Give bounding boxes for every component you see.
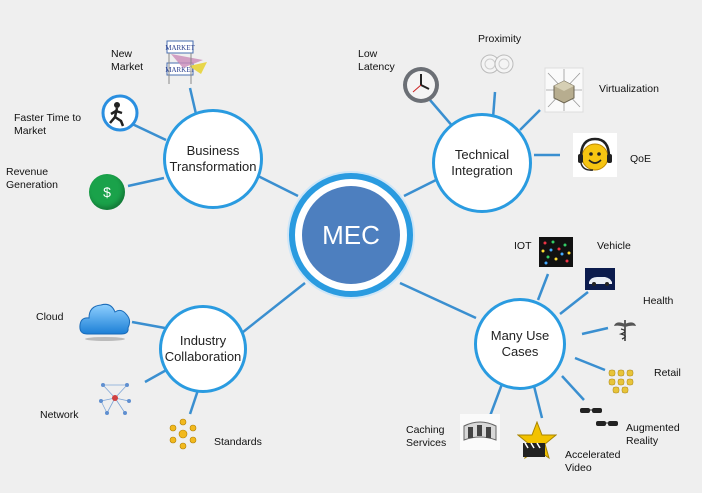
cloud-icon (79, 303, 131, 341)
label-standards: Standards (214, 436, 262, 448)
dollar-icon: $ (89, 174, 125, 210)
label-retail: Retail (654, 367, 681, 379)
caching-servers-icon (460, 414, 500, 450)
label-virtualization: Virtualization (599, 83, 659, 95)
mec-center-node: MEC (289, 173, 413, 297)
label-iot: IOT (514, 240, 532, 252)
label-proximity: Proximity (478, 33, 522, 45)
caduceus-icon (614, 320, 636, 341)
clock-icon (403, 67, 439, 103)
label-faster-time-to-market: Faster Time to Market (14, 112, 82, 137)
hub-industry-collaboration: Industry Collaboration (159, 305, 247, 393)
label-network: Network (40, 409, 79, 421)
stopwatch-runner-icon (101, 94, 139, 132)
network-graph-icon (99, 383, 131, 415)
hub-business-transformation: Business Transformation (163, 109, 263, 209)
market-sign-text-1: MARKET (165, 44, 195, 52)
market-sign-text-2: MARKET (165, 66, 195, 74)
vehicle-car-icon (585, 268, 615, 290)
proximity-rings-icon (480, 54, 514, 74)
label-caching-services: Caching Services (406, 424, 447, 449)
mec-center-fill: MEC (302, 186, 400, 284)
label-low-latency: Low Latency (358, 48, 395, 73)
ar-glasses-icon (580, 408, 618, 426)
label-augmented-reality: Augmented Reality (626, 422, 680, 447)
standards-people-icon (169, 418, 197, 450)
label-new-market: New Market (111, 48, 144, 73)
market-signs-icon: MARKET MARKET (165, 40, 207, 84)
iot-grid-icon (539, 237, 573, 267)
label-revenue-generation: Revenue Generation (6, 166, 58, 191)
label-accelerated-video: Accelerated Video (565, 449, 621, 474)
hub-technical-integration: Technical Integration (432, 113, 532, 213)
video-clapper-star-icon (517, 421, 557, 460)
label-qoe: QoE (630, 153, 652, 165)
smiley-headset-icon (573, 133, 617, 177)
label-cloud: Cloud (36, 311, 64, 323)
virtualization-cube-icon (544, 67, 584, 113)
hub-many-use-cases: Many Use Cases (474, 298, 566, 390)
mec-label: MEC (322, 219, 380, 250)
label-health: Health (643, 295, 674, 307)
retail-people-icon (608, 369, 634, 394)
label-vehicle: Vehicle (597, 240, 631, 252)
